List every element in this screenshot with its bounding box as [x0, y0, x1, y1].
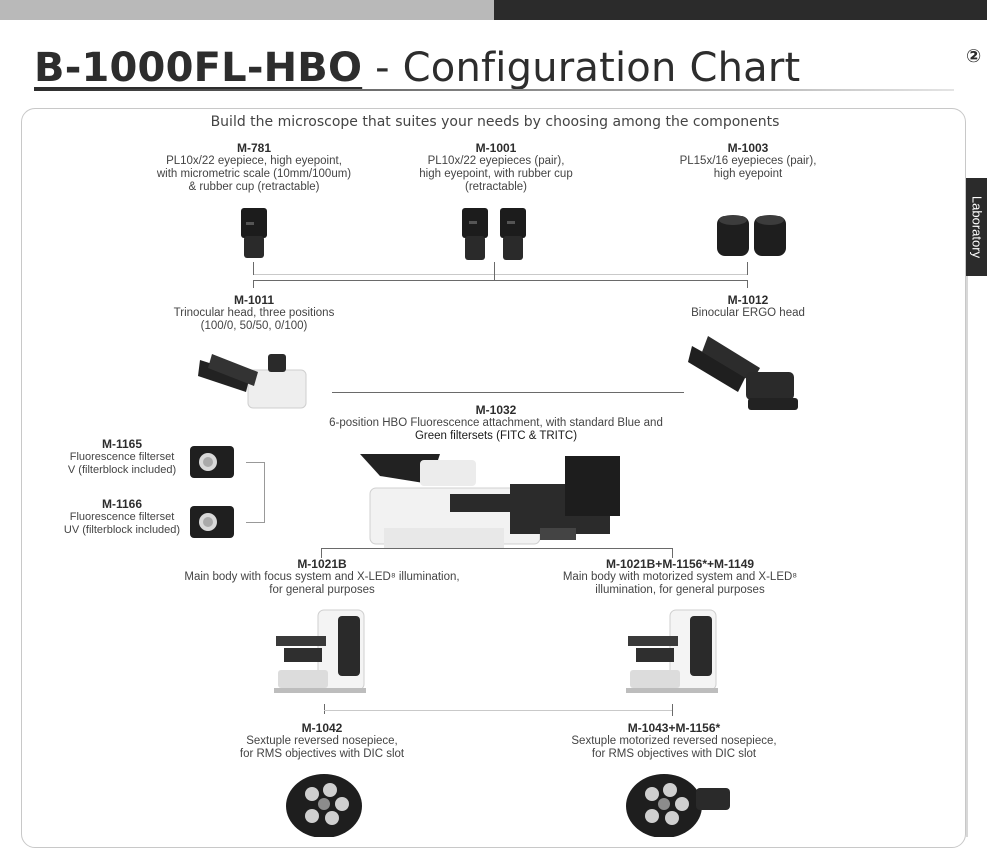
- item-desc-line: PL15x/16 eyepieces (pair),: [679, 155, 817, 167]
- chart-subtitle: Build the microscope that suites your ne…: [210, 114, 780, 130]
- item-code: M-1032: [475, 403, 517, 417]
- main-body-image: [274, 609, 366, 693]
- header-bar-dark: [494, 0, 987, 20]
- item-desc-line: (100/0, 50/50, 0/100): [200, 320, 308, 332]
- item-m1021b: M-1021B Main body with focus system and …: [162, 558, 482, 597]
- item-desc-line: Sextuple reversed nosepiece,: [246, 735, 398, 747]
- item-desc-line: with micrometric scale (10mm/100um): [156, 168, 352, 180]
- connector: [672, 704, 673, 716]
- item-code: M-781: [236, 141, 271, 155]
- item-desc-line: Fluorescence filterset: [69, 511, 175, 523]
- connector: [246, 462, 264, 463]
- item-m1166: M-1166 Fluorescence filterset UV (filter…: [52, 498, 192, 537]
- item-code: M-1021B+M-1156*+M-1149: [605, 557, 755, 571]
- side-tab-label: Laboratory: [969, 195, 984, 259]
- item-desc-line: Binocular ERGO head: [691, 307, 805, 319]
- page-title-rest: - Configuration Chart: [362, 45, 801, 91]
- title-underline: [34, 89, 954, 91]
- connector: [321, 548, 322, 558]
- connector: [246, 522, 264, 523]
- eyepiece-wide-pair-image: [717, 215, 786, 256]
- item-m1001: M-1001 PL10x/22 eyepieces (pair), high e…: [396, 142, 596, 194]
- item-code: M-1042: [301, 721, 343, 735]
- connector: [264, 462, 265, 523]
- item-code: M-1001: [475, 141, 517, 155]
- motorized-main-body-image: [626, 609, 718, 693]
- item-desc-line: for general purposes: [269, 584, 375, 596]
- item-desc-line: & rubber cup (retractable): [188, 181, 320, 193]
- page-title-model: B-1000FL-HBO: [34, 45, 363, 91]
- item-m1011: M-1011 Trinocular head, three positions …: [144, 294, 364, 333]
- eyepiece-pair-image: [462, 208, 526, 260]
- connector: [672, 548, 673, 558]
- trinocular-head-image: [198, 354, 307, 409]
- item-desc-line: Fluorescence filterset: [69, 451, 175, 463]
- item-desc-line: illumination, for general purposes: [595, 584, 765, 596]
- filterblock-uv-image: [190, 506, 234, 538]
- binocular-head-image: [688, 336, 798, 410]
- item-desc-line: for RMS objectives with DIC slot: [591, 748, 757, 760]
- chapter-number: ②: [966, 46, 982, 67]
- connector: [253, 262, 254, 275]
- side-tab-laboratory[interactable]: Laboratory: [966, 178, 987, 276]
- filterblock-v-image: [190, 446, 234, 478]
- motorized-nosepiece-image: [626, 774, 730, 837]
- item-desc-line: for RMS objectives with DIC slot: [239, 748, 405, 760]
- item-desc-line: V (filterblock included): [67, 464, 177, 476]
- connector-eyepiece-bus-upper: [253, 274, 747, 275]
- item-m1042: M-1042 Sextuple reversed nosepiece, for …: [212, 722, 432, 761]
- item-desc-line: Sextuple motorized reversed nosepiece,: [571, 735, 777, 747]
- item-desc-line: UV (filterblock included): [63, 524, 181, 536]
- item-code: M-1166: [101, 497, 143, 511]
- item-desc-line: high eyepoint: [713, 168, 783, 180]
- item-m781: M-781 PL10x/22 eyepiece, high eyepoint, …: [134, 142, 374, 194]
- item-desc-line: Main body with motorized system and X-LE…: [562, 571, 798, 583]
- connector-head-bus: [332, 392, 684, 393]
- connector: [324, 704, 325, 714]
- item-m1003: M-1003 PL15x/16 eyepieces (pair), high e…: [658, 142, 838, 181]
- item-desc-line: PL10x/22 eyepieces (pair),: [427, 155, 565, 167]
- header-bar-light: [0, 0, 494, 20]
- item-m1032: M-1032 6-position HBO Fluorescence attac…: [296, 404, 696, 443]
- item-desc-line: Trinocular head, three positions: [173, 307, 335, 319]
- item-code: M-1012: [727, 293, 769, 307]
- item-m1021b-motorized: M-1021B+M-1156*+M-1149 Main body with mo…: [534, 558, 826, 597]
- side-divider: [966, 276, 968, 837]
- connector: [253, 280, 254, 288]
- item-code: M-1021B: [297, 557, 347, 571]
- item-desc-line: Main body with focus system and X-LED⁸ i…: [184, 571, 460, 583]
- eyepiece-single-image: [241, 208, 267, 258]
- item-code: M-1043+M-1156*: [627, 721, 721, 735]
- item-desc-line: PL10x/22 eyepiece, high eyepoint,: [166, 155, 342, 167]
- item-code: M-1165: [101, 437, 143, 451]
- connector-eyepiece-bus: [253, 280, 747, 281]
- item-code: M-1003: [727, 141, 769, 155]
- item-m1165: M-1165 Fluorescence filterset V (filterb…: [52, 438, 192, 477]
- page-title: B-1000FL-HBO - Configuration Chart: [34, 38, 800, 98]
- connector-nosepiece-bus: [324, 710, 672, 711]
- item-desc-line: Green filtersets (FITC & TRITC): [414, 430, 578, 442]
- item-code: M-1011: [233, 293, 275, 307]
- item-desc-line: 6-position HBO Fluorescence attachment, …: [329, 417, 663, 429]
- connector: [747, 280, 748, 288]
- connector-body-bus: [321, 548, 672, 549]
- item-desc-line: high eyepoint, with rubber cup: [419, 168, 573, 180]
- fluorescence-attachment-image: [360, 454, 650, 550]
- connector: [747, 262, 748, 275]
- connector: [494, 262, 495, 280]
- item-desc-line: (retractable): [465, 181, 527, 193]
- nosepiece-image: [286, 774, 362, 837]
- item-m1012: M-1012 Binocular ERGO head: [668, 294, 828, 320]
- item-m1043: M-1043+M-1156* Sextuple motorized revers…: [554, 722, 794, 761]
